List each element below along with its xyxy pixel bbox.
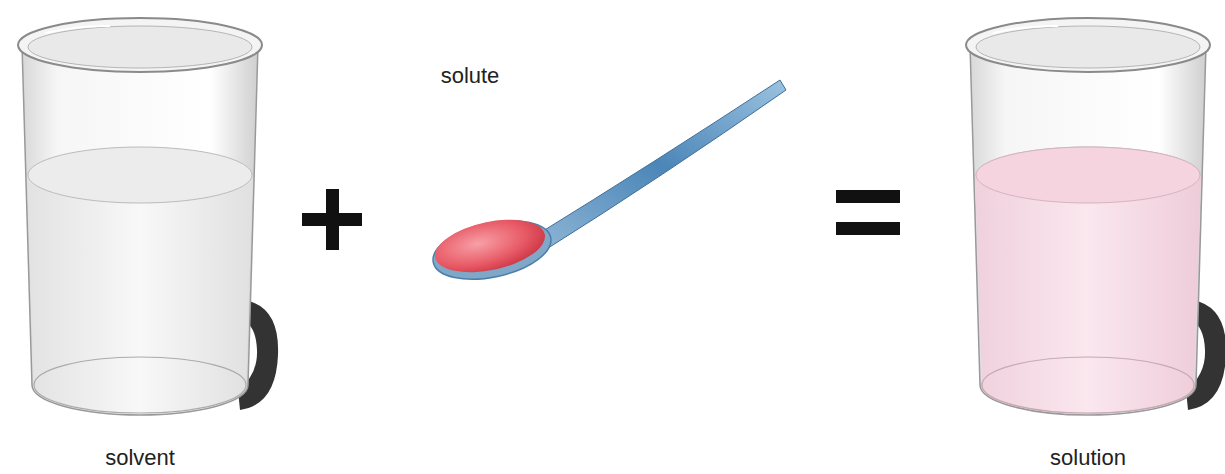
solution-label: solution [1050,446,1126,470]
spoon-with-solute [428,80,786,289]
equals-sign [836,190,900,235]
solvent-beaker [18,18,278,415]
solvent-label: solvent [105,446,175,470]
solution-beaker [966,18,1225,415]
solute-label: solute [441,64,500,88]
plus-sign [302,189,362,250]
